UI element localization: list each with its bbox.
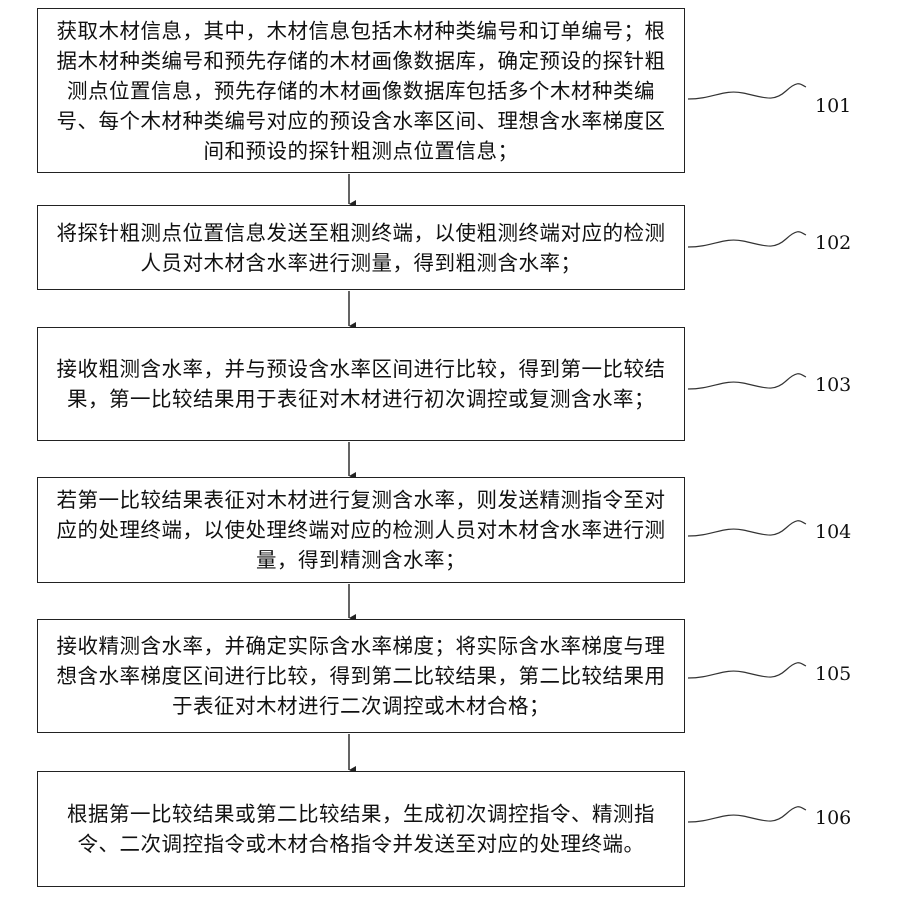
step-label-102: 102	[815, 232, 851, 254]
step-text-101: 获取木材信息，其中，木材信息包括木材种类编号和订单编号；根据木材种类编号和预先存…	[52, 16, 670, 166]
step-box-103: 接收粗测含水率，并与预设含水率区间进行比较，得到第一比较结果，第一比较结果用于表…	[37, 327, 685, 441]
step-text-103: 接收粗测含水率，并与预设含水率区间进行比较，得到第一比较结果，第一比较结果用于表…	[52, 354, 670, 414]
step-text-106: 根据第一比较结果或第二比较结果，生成初次调控指令、精测指令、二次调控指令或木材合…	[52, 799, 670, 859]
step-box-106: 根据第一比较结果或第二比较结果，生成初次调控指令、精测指令、二次调控指令或木材合…	[37, 771, 685, 887]
step-label-104: 104	[815, 521, 851, 543]
leader-line-2	[688, 232, 806, 247]
step-box-101: 获取木材信息，其中，木材信息包括木材种类编号和订单编号；根据木材种类编号和预先存…	[37, 8, 685, 173]
leader-line-3	[688, 374, 806, 389]
step-label-101: 101	[815, 95, 851, 117]
leader-line-5	[688, 663, 806, 678]
leader-line-1	[688, 84, 806, 99]
step-text-105: 接收精测含水率，并确定实际含水率梯度；将实际含水率梯度与理想含水率梯度区间进行比…	[52, 631, 670, 721]
step-box-105: 接收精测含水率，并确定实际含水率梯度；将实际含水率梯度与理想含水率梯度区间进行比…	[37, 619, 685, 733]
step-text-102: 将探针粗测点位置信息发送至粗测终端，以使粗测终端对应的检测人员对木材含水率进行测…	[52, 218, 670, 278]
leader-line-4	[688, 521, 806, 536]
step-text-104: 若第一比较结果表征对木材进行复测含水率，则发送精测指令至对应的处理终端，以使处理…	[52, 485, 670, 575]
leader-line-6	[688, 807, 806, 822]
step-label-105: 105	[815, 663, 851, 685]
step-box-104: 若第一比较结果表征对木材进行复测含水率，则发送精测指令至对应的处理终端，以使处理…	[37, 477, 685, 583]
step-label-103: 103	[815, 374, 851, 396]
step-box-102: 将探针粗测点位置信息发送至粗测终端，以使粗测终端对应的检测人员对木材含水率进行测…	[37, 205, 685, 290]
step-label-106: 106	[815, 807, 851, 829]
